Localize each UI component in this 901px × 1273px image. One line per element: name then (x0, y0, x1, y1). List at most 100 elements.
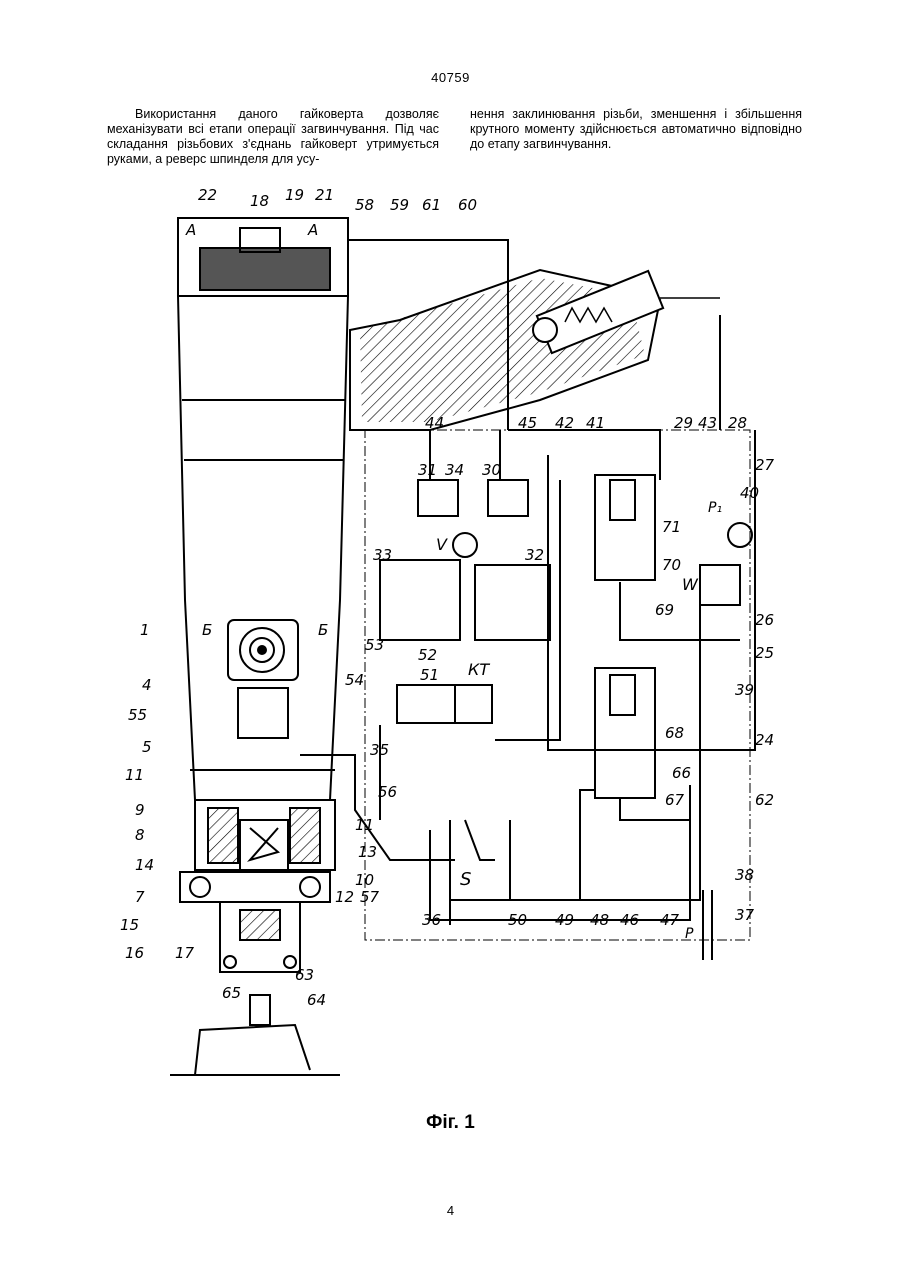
ref-label: 31 (418, 461, 437, 479)
ref-label: 44 (425, 414, 444, 432)
ref-label: 52 (418, 646, 437, 664)
body-text-left-column: Використання даного гайковерта дозволяє … (107, 107, 439, 167)
figure-caption: Фіг. 1 (0, 1112, 901, 1134)
valve-ball (533, 318, 557, 342)
ref-label: 36 (422, 911, 441, 929)
ref-label: 19 (285, 186, 304, 204)
valve-unit-71 (595, 475, 655, 580)
paragraph-right: нення заклинювання різьби, зменшення і з… (470, 107, 802, 152)
symbol-p1: P₁ (708, 500, 722, 516)
throttle-31 (418, 480, 458, 516)
ref-label: 64 (307, 991, 326, 1009)
ref-label: 48 (590, 911, 609, 929)
section-marker-a-left: А (185, 221, 196, 239)
section-marker-b-right: Б (318, 621, 328, 639)
ref-label: 54 (345, 671, 364, 689)
ref-label: 25 (755, 644, 774, 662)
technical-drawing-figure-1: А А Б Б V W КТ S P₁ P 1 4 5 7 8 9 10 11 … (100, 180, 820, 1100)
ref-label: 10 (355, 871, 374, 889)
relay-32 (475, 565, 550, 640)
ref-label: 7 (135, 888, 145, 906)
timer-relay-kt-35 (397, 685, 492, 723)
body-text-right-column: нення заклинювання різьби, зменшення і з… (470, 107, 802, 152)
ref-label: 63 (295, 966, 314, 984)
ref-label: 32 (525, 546, 544, 564)
ref-label: 53 (365, 636, 384, 654)
ref-label: 43 (698, 414, 717, 432)
ref-label: 5 (142, 738, 152, 756)
ref-label: 33 (373, 546, 392, 564)
pressure-gauge (728, 523, 752, 547)
symbol-p: P (685, 926, 694, 942)
sensor-v (453, 533, 477, 557)
ref-label: 14 (135, 856, 154, 874)
ref-label: 11 (125, 766, 144, 784)
ref-label: 51 (420, 666, 439, 684)
ref-label: 56 (378, 783, 397, 801)
ref-label: 68 (665, 724, 684, 742)
ref-label: 47 (660, 911, 680, 929)
ref-label: 61 (422, 196, 441, 214)
ref-label: 30 (482, 461, 501, 479)
symbol-kt: КТ (468, 660, 490, 679)
ref-label: 21 (315, 186, 334, 204)
tool-main-body (178, 296, 348, 800)
ref-label: 12 (335, 888, 354, 906)
ref-label: 46 (620, 911, 639, 929)
regulator-26 (700, 565, 740, 605)
ref-label: 62 (755, 791, 774, 809)
ref-label: 66 (672, 764, 691, 782)
ref-label: 35 (370, 741, 389, 759)
relay-33 (380, 560, 460, 640)
ref-label: 71 (662, 518, 681, 536)
ref-label: 29 (674, 414, 693, 432)
ref-label: 22 (198, 186, 217, 204)
section-marker-a-right: А (307, 221, 318, 239)
ref-label: 49 (555, 911, 574, 929)
ref-label: 1 (140, 621, 150, 639)
ref-label: 11 (355, 816, 374, 834)
valve-block-5 (238, 688, 288, 738)
top-bearing-section (200, 248, 330, 290)
ref-label: 58 (355, 196, 374, 214)
ref-label: 38 (735, 866, 754, 884)
symbol-v: V (436, 535, 448, 554)
symbol-s: S (460, 869, 471, 890)
workpiece (195, 1025, 310, 1075)
symbol-w: W (682, 575, 699, 594)
ref-label: 70 (662, 556, 681, 574)
section-marker-b-left: Б (202, 621, 212, 639)
ref-label: 67 (665, 791, 685, 809)
ref-label: 17 (175, 944, 195, 962)
paragraph-left: Використання даного гайковерта дозволяє … (107, 107, 439, 167)
ref-label: 50 (508, 911, 527, 929)
drawing-svg: А А Б Б V W КТ S P₁ P 1 4 5 7 8 9 10 11 … (100, 180, 820, 1100)
ref-label: 65 (222, 984, 241, 1002)
ref-label: 28 (728, 414, 747, 432)
ref-label: 59 (390, 196, 409, 214)
throttle-30 (488, 480, 528, 516)
ref-label: 26 (755, 611, 774, 629)
ref-label: 34 (445, 461, 464, 479)
ref-label: 16 (125, 944, 144, 962)
ref-label: 9 (135, 801, 145, 819)
document-number: 40759 (0, 70, 901, 85)
ref-label: 39 (735, 681, 754, 699)
ref-label: 37 (735, 906, 755, 924)
valve-unit-24 (595, 668, 655, 798)
ref-label: 69 (655, 601, 674, 619)
page-number: 4 (0, 1203, 901, 1218)
ref-label: 27 (755, 456, 775, 474)
ref-label: 57 (360, 888, 380, 906)
ref-label: 60 (458, 196, 477, 214)
ref-label: 15 (120, 916, 139, 934)
ref-label: 40 (740, 484, 759, 502)
ref-label: 42 (555, 414, 574, 432)
fastener-65 (250, 995, 270, 1025)
ref-label: 41 (586, 414, 605, 432)
ref-label: 4 (142, 676, 152, 694)
ref-label: 24 (755, 731, 774, 749)
ref-label: 18 (250, 192, 269, 210)
ref-label: 45 (518, 414, 537, 432)
ref-label: 55 (128, 706, 147, 724)
